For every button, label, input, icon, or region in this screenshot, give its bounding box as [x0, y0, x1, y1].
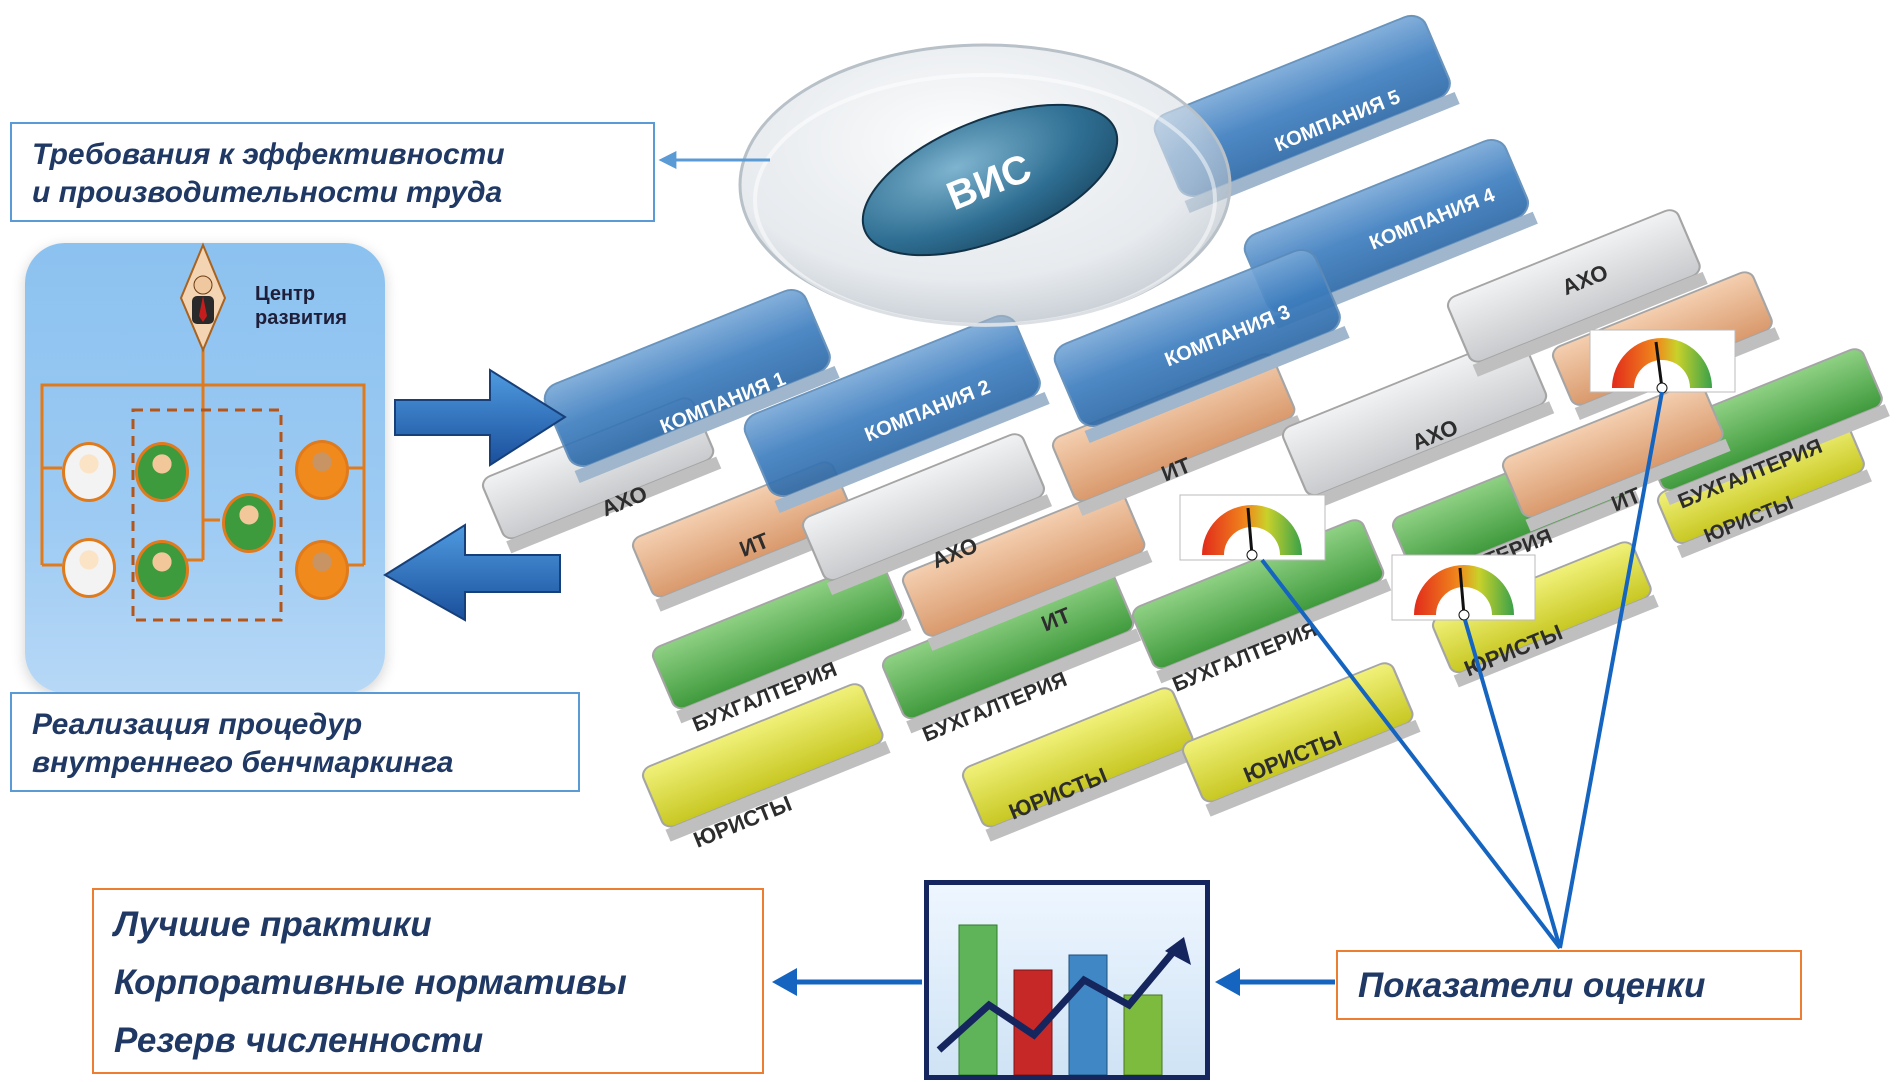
- outcomes-callout: Лучшие практики Корпоративные нормативы …: [92, 888, 764, 1074]
- connector-chart-to-outcomes: [772, 968, 922, 996]
- gauge-icon: [1391, 554, 1536, 621]
- row-companies: КОМПАНИЯ 5 КОМПАНИЯ 4 КОМПАНИЯ 3 КОМПАНИ…: [543, 14, 1538, 513]
- benchmarking-callout: Реализация процедур внутреннего бенчмарк…: [10, 692, 580, 792]
- development-center-label: Центр развития: [255, 283, 347, 329]
- outcome-best-practices: Лучшие практики: [114, 905, 432, 944]
- arrow-left-icon: [383, 523, 561, 622]
- row-axo: АХО АХО АХО АХО: [481, 209, 1708, 596]
- person-icon: [135, 540, 189, 600]
- person-icon: [295, 440, 349, 500]
- hub-button: [861, 103, 1119, 257]
- person-icon: [135, 442, 189, 502]
- gauge-icon: [1179, 494, 1326, 561]
- person-icon: [222, 493, 276, 553]
- benchmarking-line-2: внутреннего бенчмаркинга: [32, 746, 454, 779]
- gauge-icon: [1589, 329, 1736, 394]
- org-chart: [40, 242, 366, 622]
- indicators-label: Показатели оценки: [1358, 966, 1706, 1005]
- outcome-corporate-norms: Корпоративные нормативы: [114, 963, 627, 1002]
- requirements-callout: Требования к эффективности и производите…: [10, 122, 655, 222]
- requirements-line-1: Требования к эффективности: [32, 138, 505, 171]
- requirements-line-2: и производительности труда: [32, 176, 503, 209]
- bar-chart-icon: [924, 880, 1210, 1080]
- person-icon: [62, 442, 116, 502]
- person-icon: [62, 538, 116, 598]
- outcome-headcount-reserve: Резерв численности: [114, 1021, 484, 1060]
- person-icon: [295, 540, 349, 600]
- arrow-right-icon: [394, 368, 567, 467]
- connector-indicators-to-chart: [1215, 968, 1335, 996]
- indicators-callout: Показатели оценки: [1336, 950, 1802, 1020]
- connectors-indicators: [1260, 391, 1664, 950]
- hub-lens: ВИС: [738, 43, 1232, 327]
- benchmarking-line-1: Реализация процедур: [32, 708, 363, 741]
